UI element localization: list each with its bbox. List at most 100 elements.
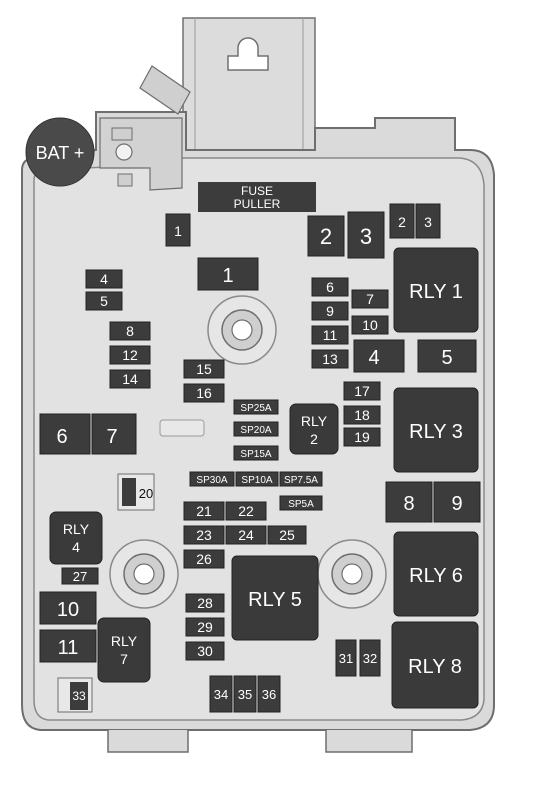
fuse-8-large[interactable]: 8 bbox=[385, 481, 433, 523]
fuse-2-label: 2 bbox=[320, 224, 332, 249]
fuse-30[interactable]: 30 bbox=[185, 641, 225, 661]
fuse-6-label: 6 bbox=[326, 279, 334, 295]
fuse-28[interactable]: 28 bbox=[185, 593, 225, 613]
fuse-13-label: 13 bbox=[322, 351, 338, 367]
fuse-17[interactable]: 17 bbox=[343, 381, 381, 401]
fuse-24-label: 24 bbox=[238, 527, 254, 543]
fuse-22[interactable]: 22 bbox=[225, 501, 267, 521]
fuse-27-label: 27 bbox=[73, 569, 87, 584]
fuse-9-label: 9 bbox=[326, 303, 334, 319]
fuse-33[interactable]: 33 bbox=[57, 677, 93, 713]
fuse-23[interactable]: 23 bbox=[183, 525, 225, 545]
sp25a[interactable]: SP25A bbox=[233, 399, 279, 415]
fuse-5-left-label: 5 bbox=[100, 293, 108, 309]
fuse-31-label: 31 bbox=[339, 651, 353, 666]
fuse-16[interactable]: 16 bbox=[183, 383, 225, 403]
fuse-11[interactable]: 11 bbox=[311, 325, 349, 345]
fuse-11-large[interactable]: 11 bbox=[39, 629, 97, 663]
fuse-4-left[interactable]: 4 bbox=[85, 269, 123, 289]
fuse-6[interactable]: 6 bbox=[311, 277, 349, 297]
battery-label: BAT + bbox=[36, 143, 85, 163]
fuse-1-large[interactable]: 1 bbox=[197, 257, 259, 291]
fuse-12[interactable]: 12 bbox=[109, 345, 151, 365]
fuse-12-label: 12 bbox=[122, 347, 138, 363]
fuse-34-label: 34 bbox=[214, 687, 228, 702]
sp7-5a-label: SP7.5A bbox=[284, 475, 318, 486]
fuse-14[interactable]: 14 bbox=[109, 369, 151, 389]
fuse-13[interactable]: 13 bbox=[311, 349, 349, 369]
sp15a[interactable]: SP15A bbox=[233, 445, 279, 461]
fuse-30-label: 30 bbox=[197, 643, 213, 659]
fuse-31[interactable]: 31 bbox=[335, 639, 357, 677]
fuse-32[interactable]: 32 bbox=[359, 639, 381, 677]
fuse-36[interactable]: 36 bbox=[257, 675, 281, 713]
fuse-15-label: 15 bbox=[196, 361, 212, 377]
fuse-21[interactable]: 21 bbox=[183, 501, 225, 521]
fuse-10-large[interactable]: 10 bbox=[39, 591, 97, 625]
fuse-35[interactable]: 35 bbox=[233, 675, 257, 713]
fuse-26-label: 26 bbox=[196, 551, 212, 567]
fuse-11-label: 11 bbox=[323, 327, 338, 343]
fuse-7-label: 7 bbox=[366, 291, 374, 307]
fuse-3-small-label: 3 bbox=[424, 214, 432, 230]
fuse-23-label: 23 bbox=[196, 527, 212, 543]
fuse-28-label: 28 bbox=[197, 595, 213, 611]
sp7-5a[interactable]: SP7.5A bbox=[279, 471, 323, 487]
relay-1[interactable]: RLY 1 bbox=[393, 247, 479, 333]
fuse-puller-label-line-1: FUSE bbox=[241, 184, 273, 198]
fuse-3-small[interactable]: 3 bbox=[415, 203, 441, 239]
sp10a[interactable]: SP10A bbox=[235, 471, 279, 487]
fuse-2-small[interactable]: 2 bbox=[389, 203, 415, 239]
fuse-9[interactable]: 9 bbox=[311, 301, 349, 321]
fuse-relay-components: 1 1 2 3 2 3 RLY 1 4 bbox=[39, 203, 481, 713]
fuse-19[interactable]: 19 bbox=[343, 427, 381, 447]
fuse-9-large[interactable]: 9 bbox=[433, 481, 481, 523]
sp20a[interactable]: SP20A bbox=[233, 421, 279, 437]
relay-3[interactable]: RLY 3 bbox=[393, 387, 479, 473]
fuse-27[interactable]: 27 bbox=[61, 567, 99, 585]
fuse-18[interactable]: 18 bbox=[343, 405, 381, 425]
sp5a-label: SP5A bbox=[288, 499, 314, 510]
relay-8[interactable]: RLY 8 bbox=[391, 621, 479, 709]
fuse-24[interactable]: 24 bbox=[225, 525, 267, 545]
fuse-2[interactable]: 2 bbox=[307, 215, 345, 257]
sp5a[interactable]: SP5A bbox=[279, 495, 323, 511]
fuse-29[interactable]: 29 bbox=[185, 617, 225, 637]
fuse-21-label: 21 bbox=[196, 503, 212, 519]
fuse-1-small[interactable]: 1 bbox=[165, 213, 191, 247]
sp30a[interactable]: SP30A bbox=[189, 471, 235, 487]
fuse-20[interactable]: 20 bbox=[117, 473, 155, 511]
fuse-5-large[interactable]: 5 bbox=[417, 339, 477, 373]
fuse-29-label: 29 bbox=[197, 619, 213, 635]
fuse-6-large[interactable]: 6 bbox=[39, 413, 91, 455]
fuse-8[interactable]: 8 bbox=[109, 321, 151, 341]
fuse-16-label: 16 bbox=[196, 385, 212, 401]
fuse-10-large-label: 10 bbox=[57, 599, 79, 621]
fuse-7-large[interactable]: 7 bbox=[91, 413, 137, 455]
fuse-7[interactable]: 7 bbox=[351, 289, 389, 309]
fuse-3[interactable]: 3 bbox=[347, 211, 385, 259]
fuse-15[interactable]: 15 bbox=[183, 359, 225, 379]
fuse-7-large-label: 7 bbox=[106, 426, 117, 448]
fuse-4-large[interactable]: 4 bbox=[353, 339, 405, 373]
fuse-5-left[interactable]: 5 bbox=[85, 291, 123, 311]
fuse-10-label: 10 bbox=[362, 317, 378, 333]
fuse-4-large-label: 4 bbox=[368, 347, 379, 369]
relay-6[interactable]: RLY 6 bbox=[393, 531, 479, 617]
fuse-26[interactable]: 26 bbox=[183, 549, 225, 569]
fuse-10[interactable]: 10 bbox=[351, 315, 389, 335]
battery-terminal-label: BAT + bbox=[25, 117, 95, 187]
fuse-17-label: 17 bbox=[354, 383, 370, 399]
fuse-11-large-label: 11 bbox=[58, 637, 79, 659]
fuse-2-small-label: 2 bbox=[398, 214, 406, 230]
fuse-18-label: 18 bbox=[354, 407, 370, 423]
relay-5[interactable]: RLY 5 bbox=[231, 555, 319, 641]
fuse-25[interactable]: 25 bbox=[267, 525, 307, 545]
fuse-34[interactable]: 34 bbox=[209, 675, 233, 713]
fuse-36-label: 36 bbox=[262, 687, 276, 702]
